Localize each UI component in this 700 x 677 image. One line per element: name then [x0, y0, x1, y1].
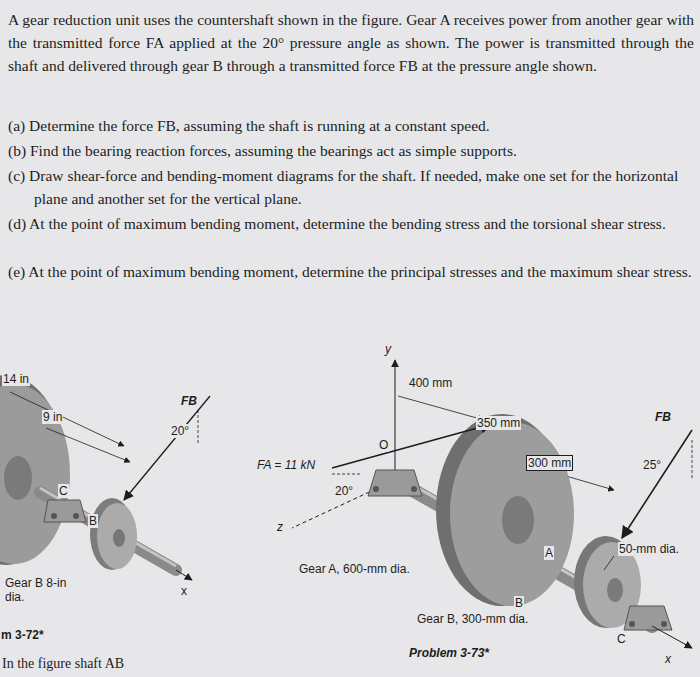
problem-part: (c) Draw shear-force and bending-moment … [8, 164, 694, 210]
figure-label: Problem 3-73* [408, 646, 490, 660]
figure-label: FB [654, 410, 672, 424]
figure-label: x [664, 652, 672, 666]
figure-label: 9 in [42, 410, 63, 424]
figure-label: z [276, 520, 284, 534]
figure-label: C [616, 632, 627, 646]
figure-label: 300 mm [526, 455, 573, 471]
figure-label: 20° [334, 484, 354, 498]
problem-text: A gear reduction unit uses the countersh… [8, 8, 694, 77]
right-figure [292, 360, 692, 648]
figure-label: O [378, 438, 389, 452]
figure-label: m 3-72* [0, 628, 45, 642]
figure-label: FA = 11 kN [256, 458, 316, 472]
figure-label: In the figure shaft AB [2, 656, 124, 672]
figure-label: 50-mm dia. [618, 542, 680, 556]
figure-label: FB [180, 394, 198, 408]
figure-label: 20° [170, 424, 190, 438]
problem-part: (a) Determine the force FB, assuming the… [8, 114, 694, 137]
problem-part: (e) At the point of maximum bending mome… [8, 260, 694, 283]
problem-part: (b) Find the bearing reaction forces, as… [8, 139, 694, 162]
figure-label: 25° [642, 458, 662, 472]
figure-label: Gear B, 300-mm dia. [416, 612, 529, 626]
left-figure [0, 375, 210, 580]
figure-label: A [544, 546, 554, 560]
figure-label: C [58, 484, 69, 498]
problem-part: (d) At the point of maximum bending mome… [8, 212, 694, 235]
figure-label: Gear A, 600-mm dia. [298, 562, 411, 576]
figure-label: x [180, 584, 188, 598]
figure-label: B [514, 596, 524, 610]
figure-label: 400 mm [408, 376, 453, 390]
figure-label: y [384, 342, 392, 356]
figure-label: Gear B 8-in dia. [4, 576, 68, 604]
figure-label: 350 mm [476, 416, 521, 430]
figure-label: B [88, 514, 98, 528]
figure-label: 14 in [2, 372, 30, 386]
